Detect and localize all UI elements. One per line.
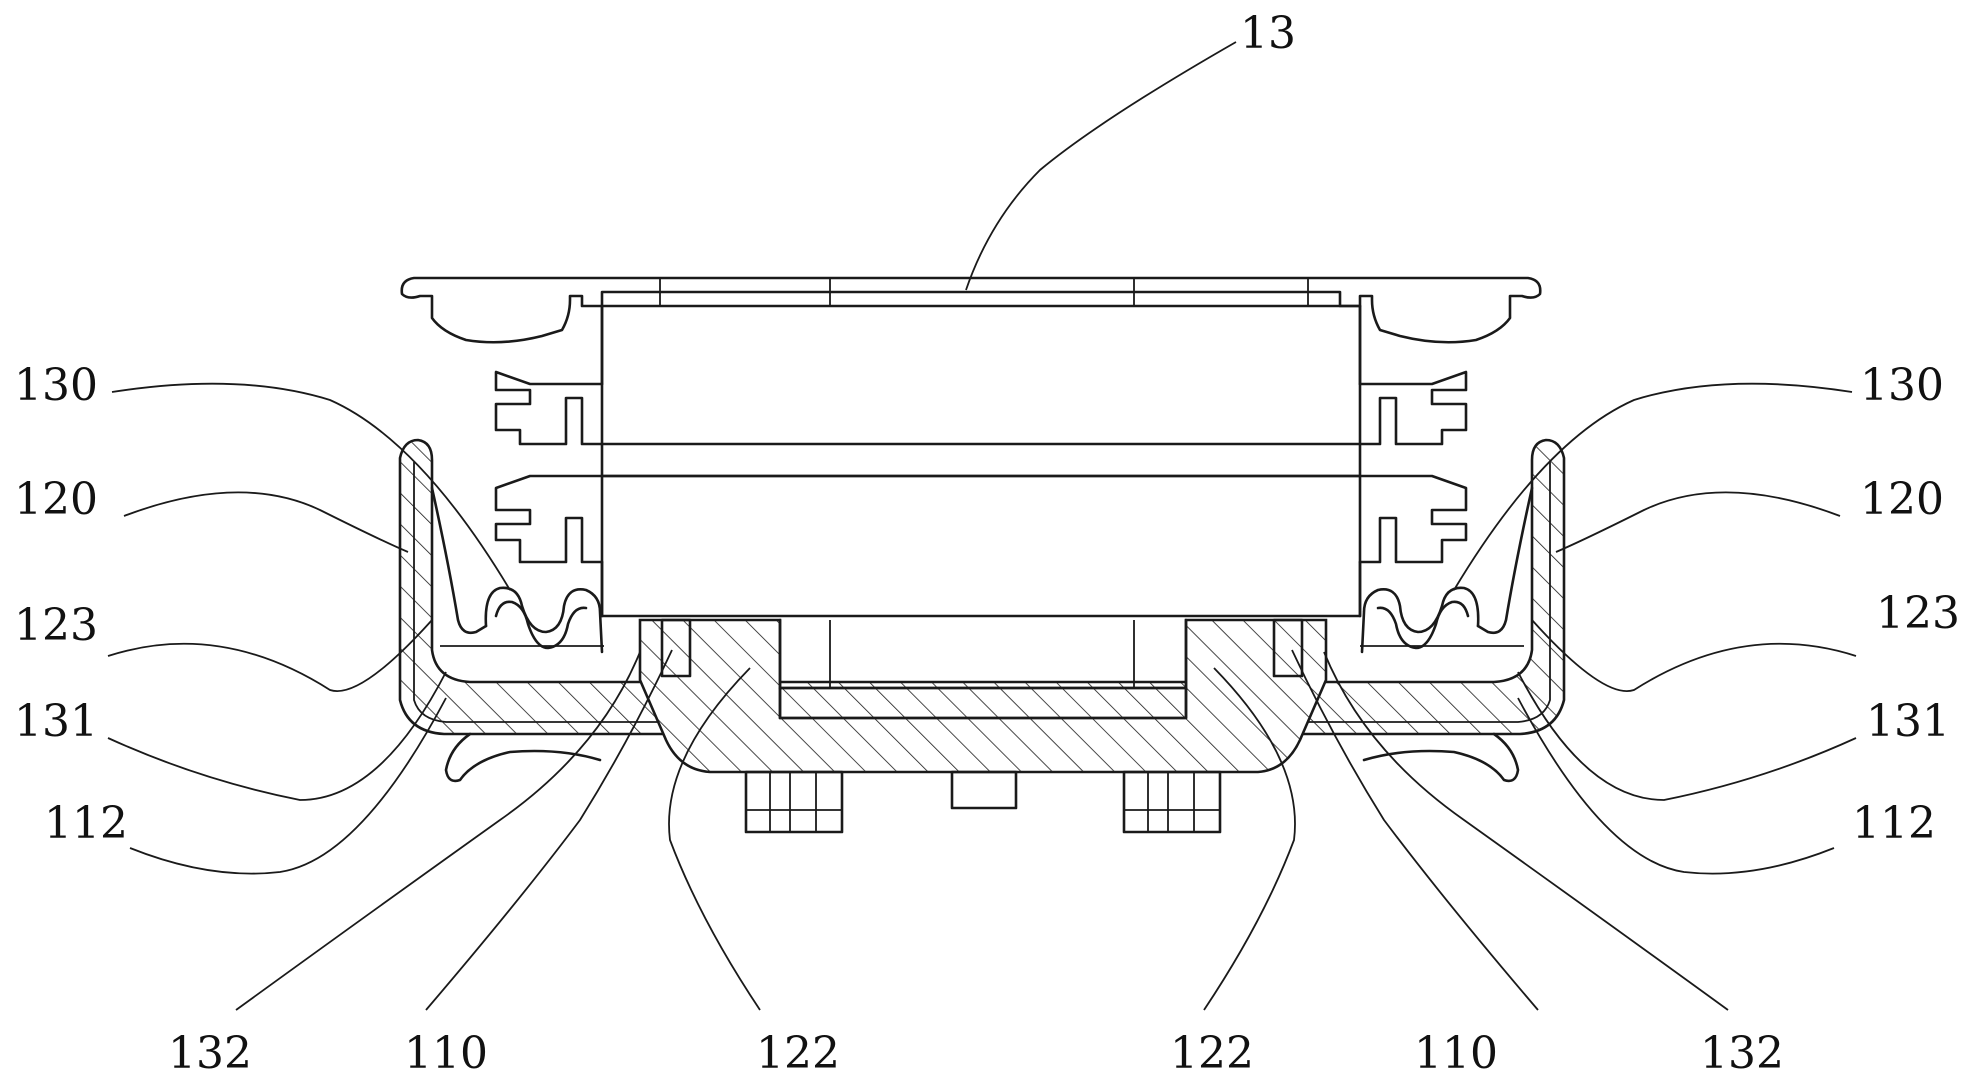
- label-130-left: 130: [14, 360, 98, 411]
- label-123-left: 123: [14, 600, 98, 651]
- label-110-left: 110: [404, 1028, 488, 1079]
- label-131-right: 131: [1866, 696, 1950, 747]
- label-130-right: 130: [1860, 360, 1944, 411]
- label-120-right: 120: [1860, 474, 1944, 525]
- label-120-left: 120: [14, 474, 98, 525]
- label-123-right: 123: [1876, 588, 1960, 639]
- label-132-left: 132: [168, 1028, 252, 1079]
- bottom-clips: [444, 732, 1520, 834]
- seal-lip-right: [1360, 486, 1534, 654]
- leader-lines: [107, 41, 1857, 1011]
- top-rail-13: [400, 276, 1542, 618]
- label-122-left: 122: [756, 1028, 840, 1079]
- seal-lip-left: [430, 486, 604, 654]
- label-112-left: 112: [44, 798, 128, 849]
- label-110-right: 110: [1414, 1028, 1498, 1079]
- label-132-right: 132: [1700, 1028, 1784, 1079]
- label-122-right: 122: [1170, 1028, 1254, 1079]
- center-base-block: [638, 618, 1328, 774]
- label-112-right: 112: [1852, 798, 1936, 849]
- label-13: 13: [1240, 8, 1296, 59]
- label-131-left: 131: [14, 696, 98, 747]
